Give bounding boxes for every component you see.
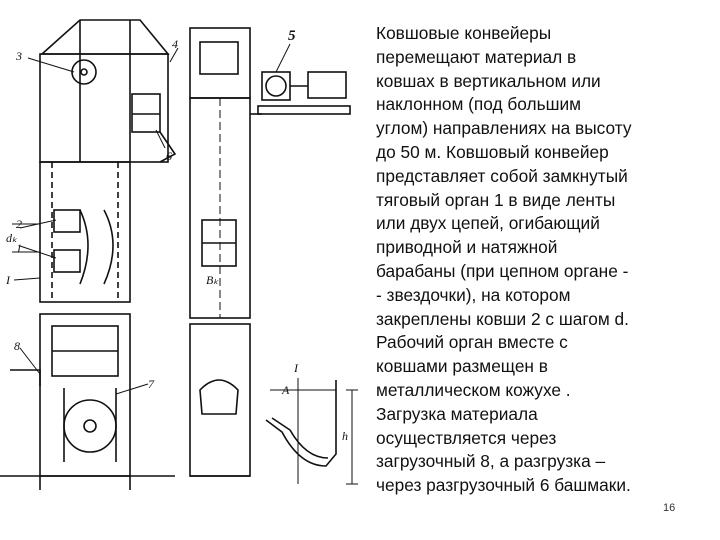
text-line: закреплены ковши 2 с шагом d. (376, 308, 629, 329)
page-number: 16 (663, 502, 676, 514)
label-7: 7 (148, 377, 155, 391)
text-line: барабаны (при цепном органе - (376, 260, 629, 281)
label-8: 8 (14, 339, 20, 353)
label-h: h (342, 429, 348, 443)
head-housing (39, 53, 169, 163)
text-line: Загрузка материала (376, 403, 538, 424)
text-line: осуществляется через (376, 427, 557, 448)
text-line: приводной и натяжной (376, 237, 558, 258)
inspection-door (131, 93, 161, 133)
head-hood (39, 19, 170, 55)
text-line: перемещают материал в (376, 46, 577, 67)
label-dk: dₖ (6, 231, 18, 245)
label-section-right: I (293, 361, 299, 375)
tail-pulley (63, 399, 117, 453)
drive-motor (307, 71, 347, 99)
bucket-conveyor-drawing: 3 4 5 6 2 1 dₖ I 8 7 Bₖ I A h (0, 19, 358, 490)
drive-base (257, 105, 351, 115)
casing-middle (39, 161, 131, 303)
text-line: металлическом кожухе . (376, 379, 571, 400)
text-line: Ковшовые конвейеры (376, 23, 552, 43)
label-3: 3 (15, 49, 22, 63)
text-line: углом) направлениях на высоту (376, 118, 632, 139)
text-line: наклонном (под большим (376, 94, 582, 115)
text-line: представляет собой замкнутый (376, 165, 628, 186)
text-line: через разгрузочный 6 башмаки. (376, 475, 631, 496)
text-line: - звездочки), на котором (376, 284, 571, 305)
label-bk: Bₖ (206, 273, 219, 287)
label-2: 2 (16, 217, 22, 231)
text-line: тяговый орган 1 в виде ленты (376, 189, 616, 210)
description-text: Ковшовые конвейеры перемещают материал в… (376, 22, 712, 498)
boot-side (189, 323, 251, 477)
head-pulley (71, 59, 97, 85)
text-line: загрузочный 8, а разгрузка – (376, 451, 606, 472)
bucket-upper (53, 209, 81, 233)
casing-head-side (189, 27, 251, 99)
discharge-chute (159, 131, 177, 163)
text-line: Рабочий орган вместе с (376, 332, 568, 353)
loading-chute (10, 369, 41, 386)
label-5: 5 (288, 28, 296, 44)
label-a: A (281, 383, 290, 397)
text-line: или двух цепей, огибающий (376, 213, 600, 234)
text-line: до 50 м. Ковшовый конвейер (376, 141, 609, 162)
bucket-detail (265, 380, 337, 467)
label-6: 6 (166, 149, 172, 163)
text-line: ковшах в вертикальном или (376, 70, 601, 91)
label-1: 1 (16, 241, 22, 255)
label-4: 4 (172, 37, 178, 51)
label-section-left: I (5, 273, 11, 287)
text-line: ковшами размещен в (376, 356, 548, 377)
bucket-lower (53, 249, 81, 273)
